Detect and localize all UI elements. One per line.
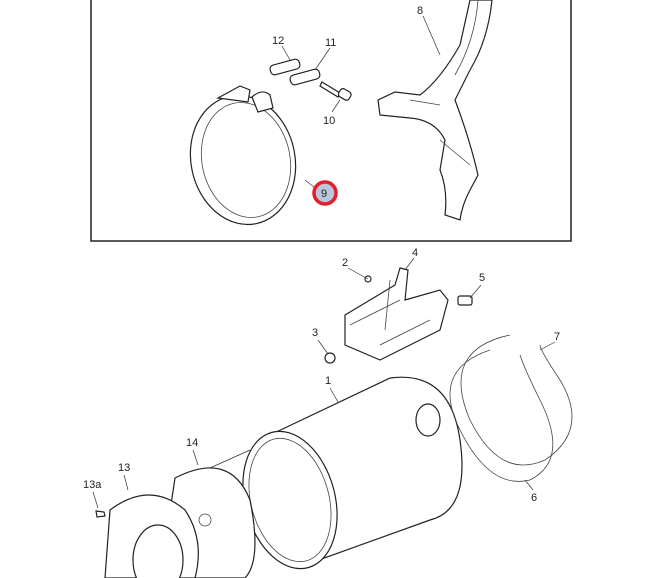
part-5-bolt[interactable] xyxy=(457,295,473,306)
inset-frame xyxy=(90,0,572,242)
part-13-ring[interactable] xyxy=(104,494,199,578)
label-4[interactable]: 4 xyxy=(412,247,418,259)
part-8-bracket[interactable] xyxy=(377,0,493,221)
part-6-strap[interactable] xyxy=(449,349,554,482)
label-7[interactable]: 7 xyxy=(554,331,560,343)
label-5[interactable]: 5 xyxy=(479,272,485,284)
part-9-clamp[interactable] xyxy=(179,85,308,235)
part-1-tank[interactable] xyxy=(228,376,463,578)
part-12-pin[interactable] xyxy=(269,58,301,76)
label-3[interactable]: 3 xyxy=(312,327,318,339)
part-3-nut[interactable] xyxy=(324,352,336,364)
selected-part-marker[interactable] xyxy=(312,180,338,206)
part-4-bracket[interactable] xyxy=(344,267,449,361)
label-2[interactable]: 2 xyxy=(342,257,348,269)
label-13a[interactable]: 13a xyxy=(83,479,102,491)
label-9[interactable]: 9 xyxy=(321,188,327,200)
part-7-strap[interactable] xyxy=(460,334,573,466)
label-6[interactable]: 6 xyxy=(531,492,537,504)
label-14[interactable]: 14 xyxy=(186,437,198,449)
label-1[interactable]: 1 xyxy=(325,375,331,387)
part-11-pin[interactable] xyxy=(289,68,321,86)
part-10-bolt[interactable] xyxy=(319,81,352,101)
part-13a-screw[interactable] xyxy=(95,510,106,518)
label-13[interactable]: 13 xyxy=(118,462,130,474)
label-8[interactable]: 8 xyxy=(417,5,423,17)
label-10[interactable]: 10 xyxy=(323,115,335,127)
label-11[interactable]: 11 xyxy=(325,37,336,49)
label-12[interactable]: 12 xyxy=(272,35,284,47)
